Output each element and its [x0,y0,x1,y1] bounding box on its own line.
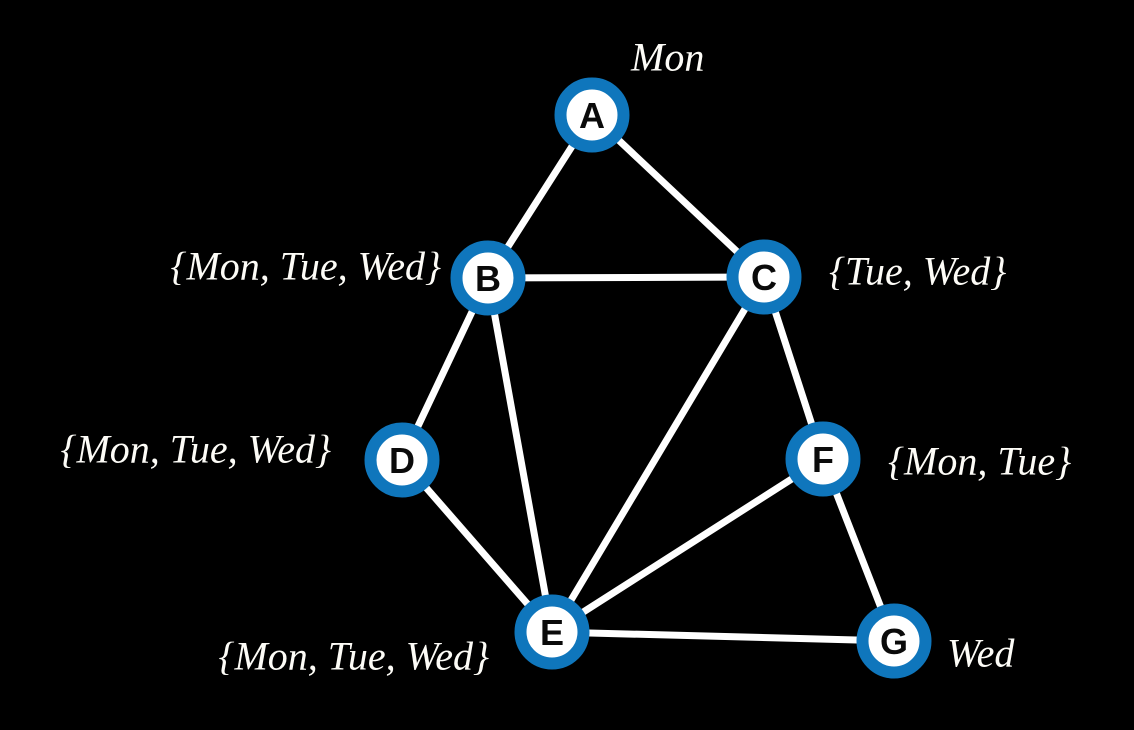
node-circle-C [726,239,802,315]
node-B: B [450,240,526,316]
domain-label-D: {Mon, Tue, Wed} [60,427,331,472]
node-circle-F [785,421,861,497]
node-circle-A [554,77,630,153]
node-F: F [785,421,861,497]
node-E: E [514,594,590,670]
node-letter-G: G [880,621,908,662]
node-circle-G [856,603,932,679]
node-C: C [726,239,802,315]
edge-D-E [398,456,556,636]
node-letter-C: C [751,257,777,298]
domain-label-G: Wed [947,631,1015,676]
edge-B-E [484,274,556,636]
node-letter-D: D [389,440,415,481]
edge-E-F [548,455,827,636]
node-letter-E: E [540,612,564,653]
node-letter-A: A [579,95,605,136]
domain-label-A: Mon [630,35,704,80]
node-G: G [856,603,932,679]
node-A: A [554,77,630,153]
node-circle-E [514,594,590,670]
node-circle-D [364,422,440,498]
label-layer: Mon {Mon, Tue, Wed} {Tue, Wed} {Mon, Tue, W… [60,35,1071,679]
edge-E-G [548,628,898,645]
edge-C-E [548,273,768,636]
node-letter-F: F [812,439,834,480]
node-letter-B: B [475,258,501,299]
domain-label-B: {Mon, Tue, Wed} [170,244,441,289]
domain-label-C: {Tue, Wed} [829,249,1006,294]
node-circle-B [450,240,526,316]
edge-B-C [484,273,768,282]
edge-layer [398,111,898,645]
domain-label-E: {Mon, Tue, Wed} [218,634,489,679]
edge-A-C [588,111,768,281]
domain-label-F: {Mon, Tue} [888,439,1071,484]
node-layer: A B C D E F G [364,77,932,679]
node-D: D [364,422,440,498]
